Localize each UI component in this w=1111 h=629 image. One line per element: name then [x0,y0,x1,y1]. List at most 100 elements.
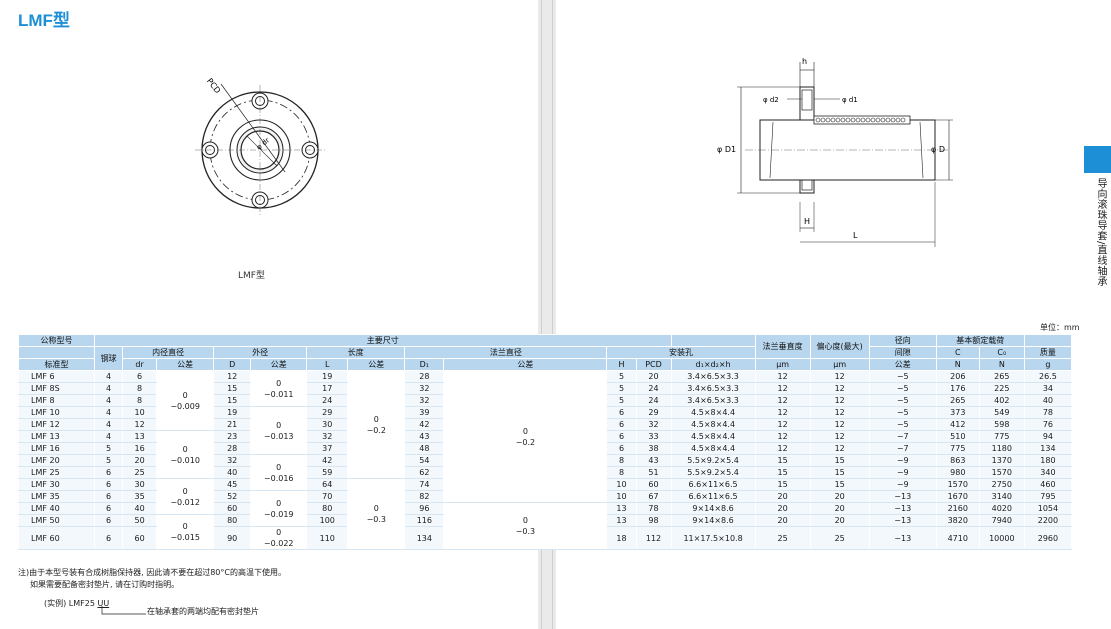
tolerance-lower: −0.013 [263,431,294,441]
cell-perpendicularity: 15 [754,478,811,491]
cell-dr: 60 [122,526,158,550]
cell-perpendicularity: 15 [754,454,811,467]
note-line-1: 注)由于本型号装有合成树脂保持器, 因此请不要在超过80°C的高温下使用。 [18,568,286,577]
cell-eccentricity: 20 [809,514,870,527]
cell-model: LMF 6 [17,370,96,383]
cell-eccentricity: 12 [809,418,870,431]
cell-D: 15 [213,394,252,407]
cell-D: 52 [213,490,252,503]
tolerance-lower: −0.019 [263,509,294,519]
cell-L: 80 [306,502,349,515]
cell-model: LMF 20 [17,454,96,467]
cell-dr: 6 [122,370,158,383]
tolerance-lower: −0.2 [515,437,536,447]
tolerance-lower: −0.022 [263,539,294,548]
cell-clearance: −13 [868,490,937,503]
header-balls: 钢球 [94,346,124,371]
cell-PCD: 24 [635,382,672,395]
cell-clearance: −9 [868,454,937,467]
cell-C: 775 [935,442,980,455]
cell-H: 6 [606,442,637,455]
cell-L: 100 [306,514,349,527]
cell-C: 4710 [935,526,980,550]
cell-H: 6 [606,418,637,431]
example-leader-line [101,606,146,615]
header-perp-unit: μm [754,358,811,371]
header-model: 公称型号 [17,334,96,347]
header-C0-unit: N [978,358,1025,371]
cell-perpendicularity: 15 [754,466,811,479]
L-label: L [853,231,858,240]
cell-L: 30 [306,418,349,431]
cell-PCD: 38 [635,442,672,455]
cell-D: 12 [213,370,252,383]
header-outer-dia: 外径 [213,346,308,359]
front-view-diagram: PCD φ dr [195,77,325,215]
cell-C0: 3140 [978,490,1025,503]
d2-label: φ d2 [763,96,779,104]
header-hole-dims: d₁×d₂×h [670,358,756,371]
header-standard: 标准型 [17,358,96,371]
tolerance-lower: −0.012 [170,497,200,507]
cell-clearance: −7 [868,442,937,455]
cell-balls: 6 [94,466,124,479]
header-C0: C₀ [978,346,1025,359]
h-label: h [802,57,807,66]
cell-eccentricity: 12 [809,382,870,395]
header-dr: dr [122,358,158,371]
cell-PCD: 51 [635,466,672,479]
cell-model: LMF 13 [17,430,96,443]
cell-balls: 4 [94,382,124,395]
unit-label: 单位：mm [1040,323,1080,332]
D-label: φ D [931,145,945,154]
header-mount-holes: 安装孔 [606,346,756,359]
cell-dr: 30 [122,478,158,491]
tolerance-lower: −0.011 [263,389,294,399]
cell-mass: 1054 [1023,502,1073,515]
cell-D: 21 [213,418,252,431]
tolerance-upper: 0 [182,390,188,400]
cell-model: LMF 40 [17,502,96,515]
cell-perpendicularity: 20 [754,490,811,503]
cell-D1: 54 [404,454,445,467]
cell-L: 24 [306,394,349,407]
cell-H: 5 [606,394,637,407]
cell-clearance: −5 [868,406,937,419]
figure-caption: LMF型 [238,271,265,281]
cell-C: 176 [935,382,980,395]
tolerance-upper: 0 [373,504,379,513]
cell-PCD: 33 [635,430,672,443]
cell-model: LMF 8 [17,394,96,407]
cell-PCD: 24 [635,394,672,407]
cell-D: 90 [213,526,252,550]
note-line-2: 如果需要配备密封垫片, 请在订购时指明。 [30,580,180,589]
tolerance-lower: −0.3 [515,527,536,536]
cell-model: LMF 25 [17,466,96,479]
tolerance-upper: 0 [276,498,282,508]
example-prefix: (实例) LMF25 [44,599,98,608]
cell-D1: 116 [404,514,445,527]
cell-dr: 25 [122,466,158,479]
tolerance-upper: 0 [522,516,528,525]
header-eccentricity: 偏心度(最大) [809,334,870,359]
cell-L: 64 [306,478,349,491]
cell-eccentricity: 12 [809,370,870,383]
example-description: 在轴承套的两端均配有密封垫片 [147,607,259,616]
cell-C0: 549 [978,406,1025,419]
cell-balls: 5 [94,442,124,455]
cell-L: 19 [306,370,349,383]
cell-perpendicularity: 12 [754,394,811,407]
cell-PCD: 67 [635,490,672,503]
cell-C0: 7940 [978,514,1025,527]
cell-balls: 6 [94,478,124,491]
cell-L: 17 [306,382,349,395]
header-H: H [606,358,637,371]
tolerance-lower: −0.016 [263,473,294,483]
cell-D: 60 [213,502,252,515]
